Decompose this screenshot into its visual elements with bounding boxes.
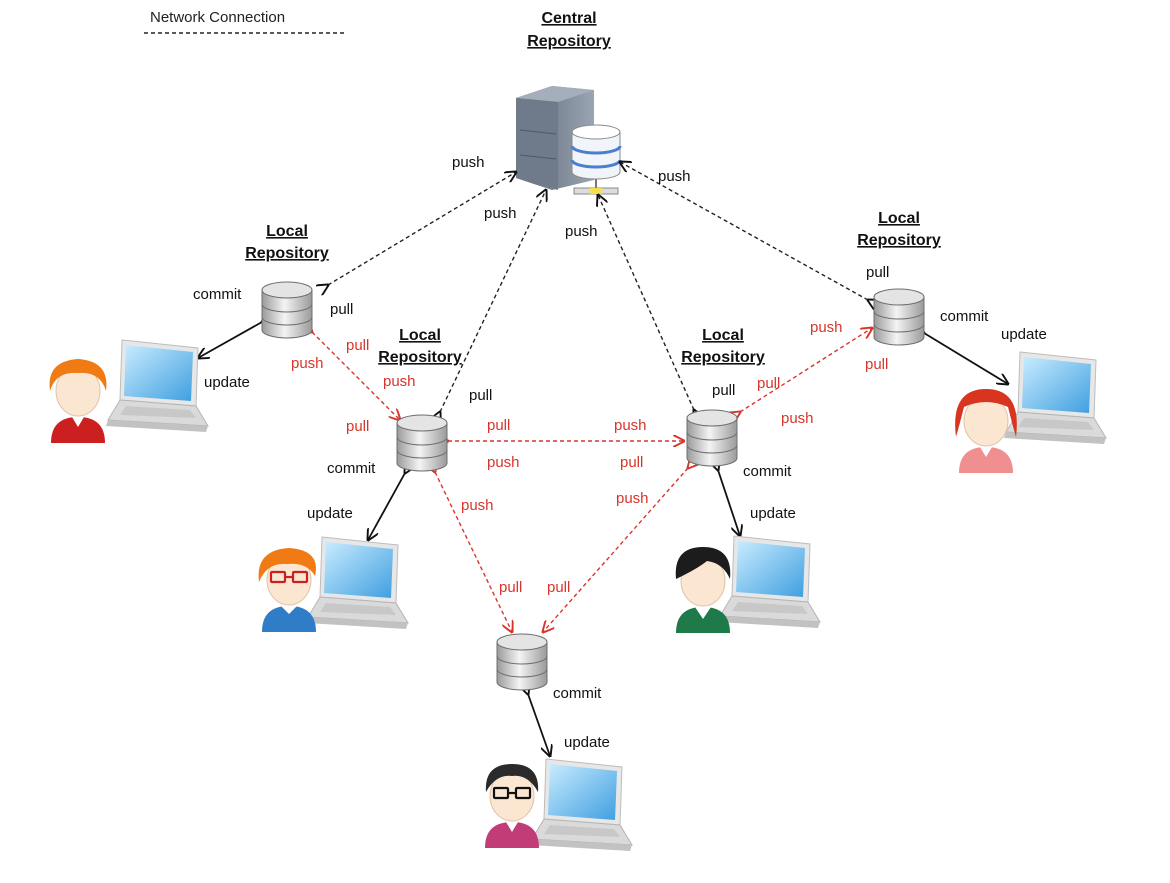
link-topright-central — [620, 162, 868, 300]
label-push-red-2: push — [383, 373, 416, 390]
link-midright-bottom — [543, 468, 688, 632]
local-title-topleft-2: Repository — [245, 245, 329, 262]
user-midright-avatar-icon — [675, 547, 731, 633]
peer-labels: pull push push pull pull push push pull … — [291, 319, 888, 596]
link-topleft-user — [198, 322, 262, 358]
central-title-line2: Repository — [527, 33, 611, 50]
central-server-icon — [516, 86, 622, 195]
local-repo-midright-db-icon — [686, 409, 738, 467]
label-push-central-1: push — [452, 154, 485, 171]
laptop-midright-icon — [717, 535, 821, 629]
laptop-bottom-icon — [529, 758, 633, 852]
legend-label: Network Connection — [150, 9, 285, 26]
label-pull-red-6: pull — [547, 579, 570, 596]
link-midleft-user — [368, 473, 405, 540]
label-commit-topleft: commit — [193, 286, 242, 303]
local-repo-bottom-db-icon — [496, 633, 548, 691]
label-push-red-6: push — [616, 490, 649, 507]
label-pull-red-3: pull — [487, 417, 510, 434]
label-pull-red-4: pull — [620, 454, 643, 471]
laptop-topleft-icon — [105, 339, 209, 433]
label-commit-midleft: commit — [327, 460, 376, 477]
label-pull-midright: pull — [712, 382, 735, 399]
label-pull-midleft: pull — [469, 387, 492, 404]
label-pull-topleft: pull — [330, 301, 353, 318]
label-pull-topright: pull — [866, 264, 889, 281]
label-update-bottom: update — [564, 734, 610, 751]
label-push-red-3: push — [487, 454, 520, 471]
label-push-central-3: push — [565, 223, 598, 240]
local-title-midright-1: Local — [702, 327, 744, 344]
label-pull-red-7: pull — [757, 375, 780, 392]
label-pull-red-8: pull — [865, 356, 888, 373]
label-push-central-2: push — [484, 205, 517, 222]
local-title-midright-2: Repository — [681, 349, 765, 366]
peer-connections — [312, 328, 872, 632]
link-midright-topright — [740, 328, 872, 412]
network-connections — [328, 162, 868, 412]
local-repo-topleft-db-icon — [261, 281, 313, 339]
label-commit-topright: commit — [940, 308, 989, 325]
user-midleft-avatar-icon — [258, 548, 316, 632]
label-push-central-4: push — [658, 168, 691, 185]
legend: Network Connection — [144, 9, 344, 34]
label-push-red-5: push — [461, 497, 494, 514]
label-push-red-4: push — [614, 417, 647, 434]
local-repo-topright-db-icon — [873, 288, 925, 346]
user-topleft-avatar-icon — [49, 359, 107, 443]
label-pull-red-1: pull — [346, 337, 369, 354]
network-labels: push push push push pull pull pull pull — [330, 154, 889, 404]
link-midleft-central — [440, 190, 546, 412]
user-bottom-avatar-icon — [485, 764, 539, 848]
link-topright-user — [924, 333, 1008, 384]
user-topright-avatar-icon — [955, 389, 1017, 473]
link-midright-central — [598, 195, 694, 410]
laptop-midleft-icon — [305, 536, 409, 630]
label-update-midright: update — [750, 505, 796, 522]
local-title-topright-1: Local — [878, 210, 920, 227]
label-push-red-1: push — [291, 355, 324, 372]
laptop-topright-icon — [1003, 351, 1107, 445]
local-title-topleft-1: Local — [266, 223, 308, 240]
link-bottom-user — [528, 694, 550, 756]
label-update-topright: update — [1001, 326, 1047, 343]
local-title-midleft-1: Local — [399, 327, 441, 344]
link-midright-user — [718, 470, 740, 536]
local-connections — [198, 322, 1008, 756]
label-push-red-7: push — [781, 410, 814, 427]
local-title-topright-2: Repository — [857, 232, 941, 249]
label-pull-red-2: pull — [346, 418, 369, 435]
central-title-line1: Central — [541, 10, 596, 27]
link-topleft-central — [328, 172, 516, 285]
local-repo-midleft-db-icon — [396, 414, 448, 472]
label-push-red-8: push — [810, 319, 843, 336]
label-commit-midright: commit — [743, 463, 792, 480]
local-labels: commit update commit update commit updat… — [193, 286, 1047, 751]
label-pull-red-5: pull — [499, 579, 522, 596]
label-commit-bottom: commit — [553, 685, 602, 702]
label-update-midleft: update — [307, 505, 353, 522]
label-update-topleft: update — [204, 374, 250, 391]
link-midleft-bottom — [435, 472, 512, 632]
local-title-midleft-2: Repository — [378, 349, 462, 366]
